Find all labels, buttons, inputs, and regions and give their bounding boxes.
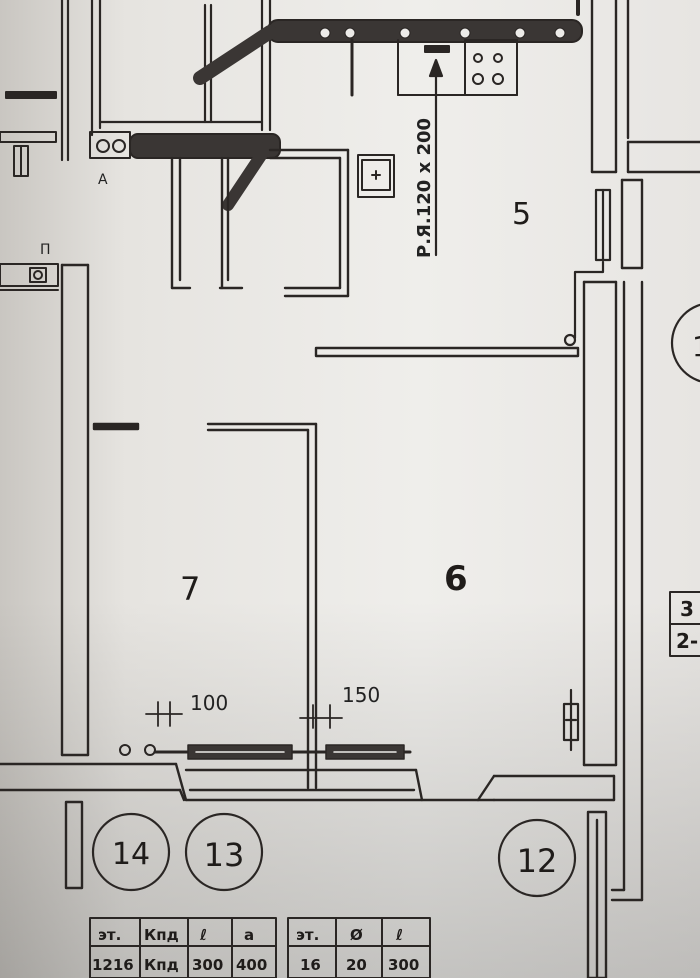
- table-right-cell-2: 300: [388, 956, 419, 974]
- table-left-cell-0: 1216: [92, 956, 134, 974]
- heating-pipe-bottom: [119, 744, 412, 760]
- bathroom-walls: [170, 148, 350, 298]
- table-right-header-2: ℓ: [395, 926, 403, 944]
- table-left-header-0: эт.: [98, 926, 121, 944]
- duct-arrow-icon: [428, 58, 444, 257]
- right-wall-room6: [582, 280, 644, 902]
- table-left-cell-1: Кпд: [144, 956, 179, 974]
- axis-label-13: 13: [204, 836, 245, 874]
- bottom-columns: [64, 800, 608, 978]
- room-label-6: 6: [444, 559, 468, 599]
- dimension-marks: [145, 701, 343, 729]
- left-partial-unit: [0, 263, 59, 291]
- table-left-text: эт. Кпд ℓ а 1216 Кпд 300 400: [92, 926, 267, 974]
- dimension-100: 100: [190, 691, 228, 715]
- room-label-7: 7: [180, 570, 200, 608]
- room-label-5: 5: [512, 197, 531, 232]
- radiator-lower-icon: [562, 688, 580, 752]
- table-left-header-2: ℓ: [199, 926, 207, 944]
- dimension-150: 150: [342, 683, 380, 707]
- partition-5-6: [314, 346, 580, 358]
- table-right-grid: [287, 917, 431, 978]
- axis-label-12: 12: [517, 842, 558, 880]
- table-right-header-1: Ø: [350, 926, 363, 944]
- table-side-grid: [669, 591, 700, 657]
- table-left-header-1: Кпд: [144, 926, 179, 944]
- table-left-grid: [89, 917, 277, 978]
- table-side-text: 3 2-: [676, 597, 698, 653]
- table-right-text: эт. Ø ℓ 16 20 300: [296, 926, 419, 974]
- axis-label-14: 14: [112, 837, 150, 872]
- axis-circle-partial: [670, 303, 700, 383]
- label-p: П: [40, 242, 51, 258]
- axis-circle-13: [184, 812, 264, 892]
- right-walls-top: [590, 0, 700, 270]
- exterior-wall-bottom: [0, 762, 616, 802]
- duct-label: Р.Я.120 х 200: [414, 118, 435, 258]
- table-right-header-0: эт.: [296, 926, 319, 944]
- label-a: А: [98, 172, 108, 188]
- table-right-cell-1: 20: [346, 956, 367, 974]
- table-left-cell-3: 400: [236, 956, 267, 974]
- radiator-icon: [563, 188, 612, 347]
- table-side-bottom: 2-: [676, 629, 698, 653]
- axis-label-partial: 1: [692, 330, 700, 363]
- heating-pipe-top: [129, 0, 583, 211]
- stove-icon: [464, 39, 518, 96]
- room7-walls: [60, 263, 318, 790]
- axis-circle-14: [91, 812, 171, 892]
- axis-circle-12: [497, 818, 577, 898]
- axis-markers: [91, 303, 700, 898]
- sink-icon: [357, 154, 395, 198]
- table-left-cell-2: 300: [192, 956, 223, 974]
- table-side-top: 3: [680, 597, 694, 621]
- table-right-cell-0: 16: [300, 956, 321, 974]
- table-left-header-3: а: [244, 926, 254, 944]
